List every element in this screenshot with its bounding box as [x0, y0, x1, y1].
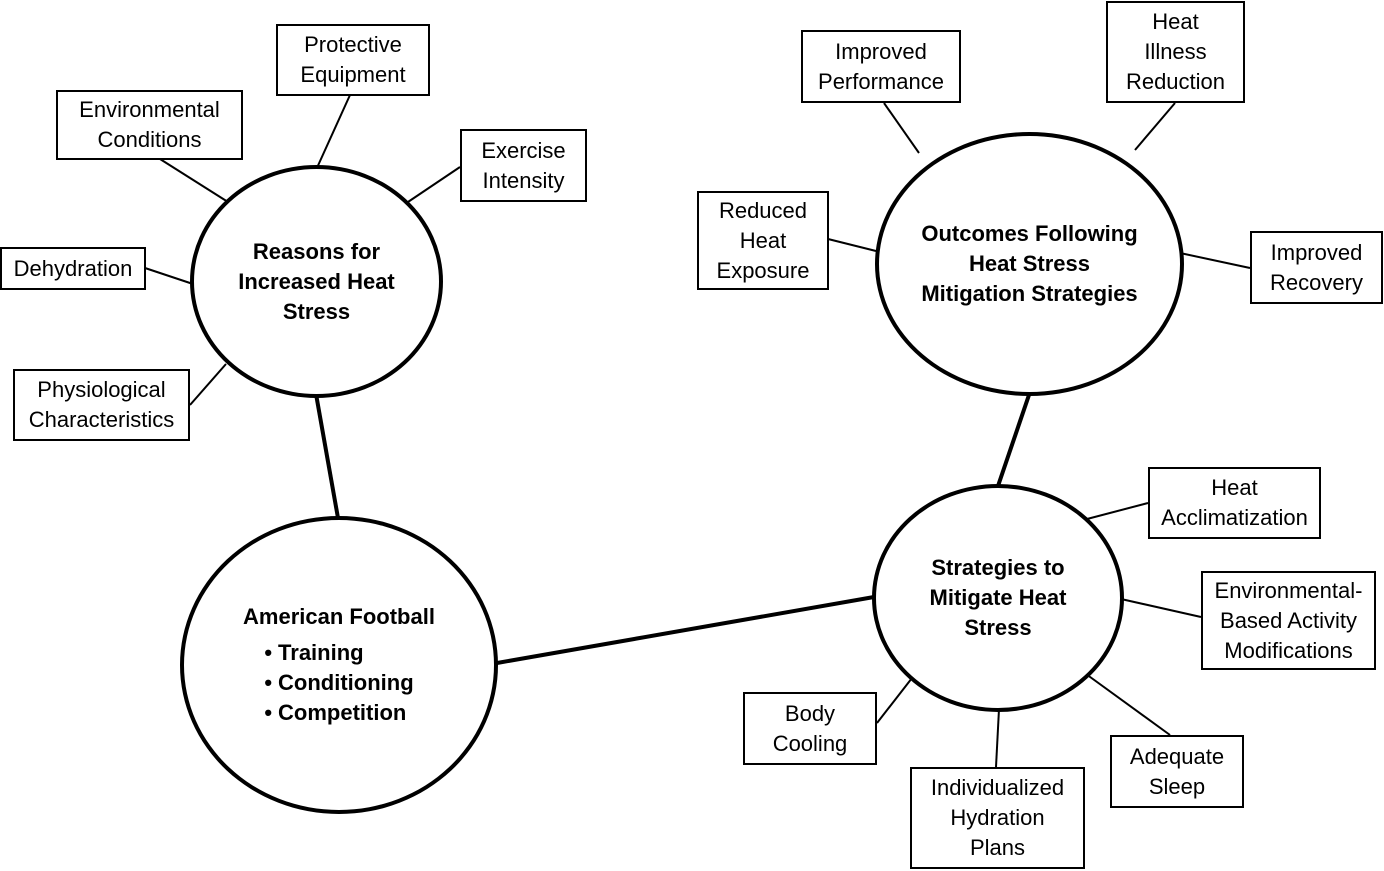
- adequate-sleep-line-1: Adequate: [1129, 743, 1225, 769]
- bullet-conditioning: Conditioning: [264, 668, 414, 698]
- strategies-line-2: Mitigate Heat: [929, 585, 1067, 610]
- link-environmental-activity: [1120, 598, 1202, 618]
- strategies-line-1: Strategies to: [931, 555, 1065, 580]
- exercise-intensity-line-1: Exercise: [481, 137, 566, 163]
- football-bullets: Training Conditioning Competition: [264, 638, 414, 728]
- link-environmental-conditions: [159, 158, 229, 203]
- heat-illness-reduction-line-1: Heat: [1152, 9, 1199, 34]
- reduced-heat-exposure-line-1: Reduced: [718, 197, 808, 223]
- outcomes-circle: Outcomes Following Heat Stress Mitigatio…: [875, 132, 1184, 396]
- link-protective-equipment: [315, 94, 351, 171]
- box-improved-performance: Improved Performance: [801, 30, 961, 103]
- heat-acclimatization-line-1: Heat: [1211, 475, 1258, 500]
- box-heat-illness-reduction: Heat Illness Reduction: [1106, 1, 1245, 103]
- box-adequate-sleep: Adequate Sleep: [1110, 735, 1244, 808]
- body-cooling-line-2: Cooling: [772, 730, 848, 756]
- protective-equipment-line-1: Protective: [304, 32, 402, 57]
- box-dehydration: Dehydration: [0, 247, 146, 290]
- link-body-cooling: [876, 677, 913, 724]
- box-heat-acclimatization: Heat Acclimatization: [1148, 467, 1321, 539]
- heat-acclimatization-line-2: Acclimatization: [1161, 505, 1308, 530]
- environmental-conditions-line-2: Conditions: [97, 127, 202, 152]
- reduced-heat-exposure-line-2: Heat: [739, 227, 787, 253]
- hydration-plans-line-2: Hydration: [950, 805, 1045, 830]
- box-exercise-intensity: Exercise Intensity: [460, 129, 587, 202]
- link-improved-recovery: [1179, 252, 1251, 269]
- box-improved-recovery: Improved Recovery: [1250, 231, 1383, 304]
- link-physiological-characteristics: [189, 363, 227, 406]
- protective-equipment-line-2: Equipment: [300, 62, 406, 87]
- outcomes-line-1: Outcomes Following: [921, 221, 1138, 246]
- environmental-conditions-line-1: Environmental: [79, 97, 220, 122]
- exercise-intensity-line-2: Intensity: [482, 167, 565, 193]
- outcomes-line-3: Mitigation Strategies: [921, 281, 1138, 306]
- improved-recovery-line-1: Improved: [1270, 239, 1363, 265]
- improved-performance-line-2: Performance: [818, 68, 944, 94]
- strategies-circle: Strategies to Mitigate Heat Stress: [872, 484, 1124, 712]
- bullet-training: Training: [264, 638, 413, 668]
- environmental-activity-line-3: Modifications: [1224, 637, 1353, 663]
- box-individualized-hydration-plans: Individualized Hydration Plans: [910, 767, 1085, 869]
- physiological-characteristics-line-2: Characteristics: [28, 407, 175, 432]
- link-improved-performance: [883, 102, 920, 154]
- link-football-strategies: [496, 595, 875, 665]
- reduced-heat-exposure-line-3: Exposure: [716, 257, 810, 283]
- football-circle: American Football Training Conditioning …: [180, 516, 498, 814]
- reasons-circle: Reasons for Increased Heat Stress: [190, 165, 443, 398]
- link-heat-acclimatization: [1086, 502, 1149, 520]
- improved-performance-line-1: Improved: [835, 38, 927, 64]
- link-adequate-sleep: [1085, 673, 1171, 736]
- improved-recovery-line-2: Recovery: [1270, 269, 1363, 295]
- body-cooling-line-1: Body: [784, 700, 836, 726]
- outcomes-line-2: Heat Stress: [968, 251, 1091, 276]
- box-reduced-heat-exposure: Reduced Heat Exposure: [697, 191, 829, 290]
- reasons-line-1: Reasons for: [252, 238, 381, 264]
- reasons-line-2: Increased Heat: [238, 268, 395, 294]
- box-environmental-conditions: Environmental Conditions: [56, 90, 243, 160]
- football-title: American Football: [243, 604, 435, 629]
- link-strategies-outcomes: [996, 391, 1032, 487]
- adequate-sleep-line-2: Sleep: [1148, 773, 1206, 799]
- reasons-line-3: Stress: [282, 298, 351, 324]
- link-heat-illness-reduction: [1134, 102, 1176, 151]
- dehydration-line-1: Dehydration: [13, 255, 133, 281]
- strategies-line-3: Stress: [964, 615, 1032, 640]
- heat-illness-reduction-line-3: Reduction: [1125, 69, 1226, 94]
- link-reasons-football: [314, 393, 340, 519]
- physiological-characteristics-line-1: Physiological: [37, 377, 166, 402]
- box-body-cooling: Body Cooling: [743, 692, 877, 765]
- hydration-plans-line-3: Plans: [969, 835, 1026, 860]
- heat-illness-reduction-line-2: Illness: [1144, 39, 1207, 64]
- link-dehydration: [144, 267, 194, 285]
- link-reduced-heat-exposure: [827, 238, 877, 252]
- box-environmental-activity-modifications: Environmental- Based Activity Modificati…: [1201, 571, 1376, 670]
- environmental-activity-line-1: Environmental-: [1214, 577, 1363, 603]
- box-physiological-characteristics: Physiological Characteristics: [13, 369, 190, 441]
- environmental-activity-line-2: Based Activity: [1220, 607, 1357, 633]
- link-exercise-intensity: [401, 166, 461, 207]
- hydration-plans-line-1: Individualized: [930, 775, 1065, 800]
- link-hydration-plans: [995, 708, 1000, 768]
- bullet-competition: Competition: [264, 698, 413, 728]
- box-protective-equipment: Protective Equipment: [276, 24, 430, 96]
